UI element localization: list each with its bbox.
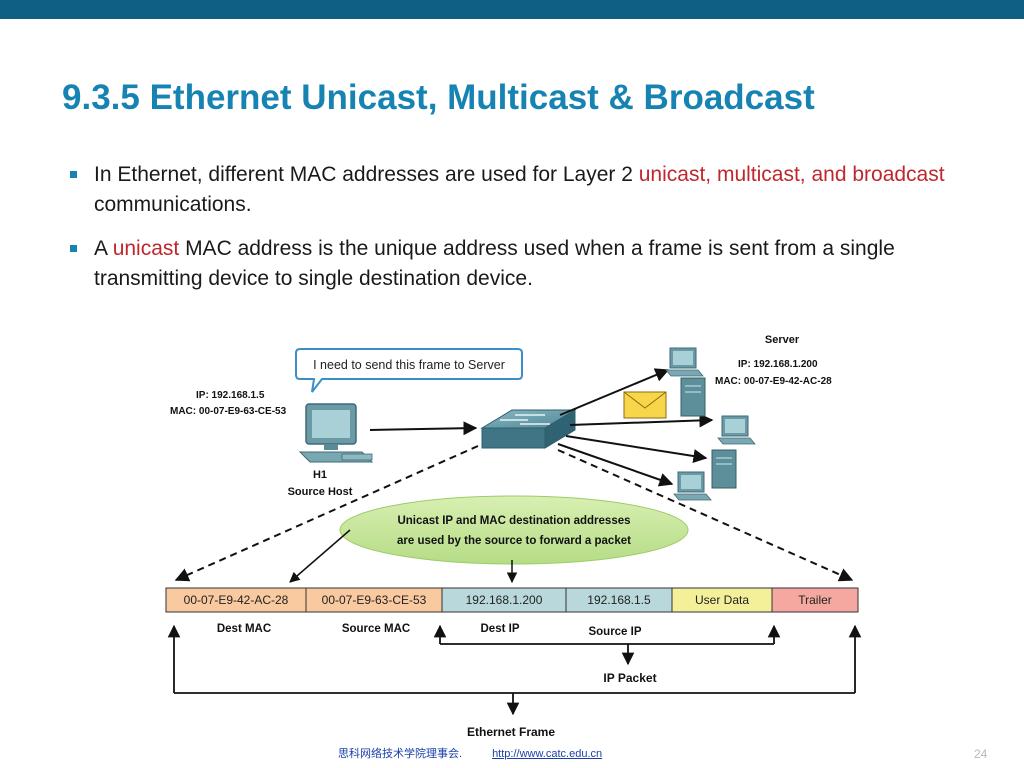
ip-packet-label: IP Packet xyxy=(603,671,656,685)
switch-to-host-arrow xyxy=(557,443,674,487)
host-tower-icon xyxy=(711,449,737,489)
bullet-square-icon xyxy=(70,245,77,252)
switch-icon xyxy=(480,409,577,449)
frame-field-box xyxy=(771,587,859,613)
ethernet-frame-bracket xyxy=(167,624,862,716)
server-ip-label: IP: 192.168.1.200 xyxy=(738,359,818,370)
server-tower-icon xyxy=(680,377,706,417)
speech-bubble-text: I need to send this frame to Server xyxy=(313,358,505,372)
frame-field-box xyxy=(671,587,773,613)
server-mac-label: MAC: 00-07-E9-42-AC-28 xyxy=(715,376,832,387)
footer-link[interactable]: http://www.catc.edu.cn xyxy=(492,748,603,760)
dest-ip-label: Dest IP xyxy=(481,623,520,635)
host-computer-icon xyxy=(673,471,712,501)
switch-to-host-arrow xyxy=(569,413,714,428)
bullet-text: A xyxy=(94,237,113,260)
ethernet-frame-label: Ethernet Frame xyxy=(467,725,555,739)
source-ip-label: Source IP xyxy=(588,626,641,638)
h1-to-switch-arrow xyxy=(369,421,478,436)
bullet-text: In Ethernet, different MAC addresses are… xyxy=(94,163,639,186)
h1-computer-icon xyxy=(298,403,374,463)
slide-title: 9.3.5 Ethernet Unicast, Multicast & Broa… xyxy=(62,78,815,117)
source-mac-label: Source MAC xyxy=(342,623,410,635)
frame-field-value: User Data xyxy=(695,593,749,607)
callout-line-1: Unicast IP and MAC destination addresses xyxy=(397,515,630,527)
server-monitor-icon xyxy=(665,347,704,377)
host-computer-icon xyxy=(717,415,756,445)
page-number: 24 xyxy=(974,747,988,761)
ip-packet-bracket xyxy=(433,624,781,666)
h1-role-label: Source Host xyxy=(288,486,353,498)
speech-bubble: I need to send this frame to Server xyxy=(295,348,523,393)
callout-arrow-dest-mac xyxy=(289,529,351,583)
top-bar xyxy=(0,0,1024,19)
bullet-list: In Ethernet, different MAC addresses are… xyxy=(70,160,1005,308)
bullet-text: communications. xyxy=(94,193,252,216)
bullet-item: In Ethernet, different MAC addresses are… xyxy=(70,160,1005,220)
bullet-text: MAC address is the unique address used w… xyxy=(94,237,895,290)
frame-field-box xyxy=(441,587,567,613)
frame-field-box xyxy=(165,587,307,613)
frame-field-value: 00-07-E9-42-AC-28 xyxy=(184,593,289,607)
frame-field-value: 192.168.1.5 xyxy=(587,593,651,607)
frame-field-box xyxy=(305,587,443,613)
ethernet-frame: 00-07-E9-42-AC-28 00-07-E9-63-CE-53 192.… xyxy=(165,587,859,613)
bullet-highlight: unicast xyxy=(112,237,180,260)
dest-mac-label: Dest MAC xyxy=(217,623,271,635)
frame-field-value: Trailer xyxy=(798,593,832,607)
bullet-item: A unicast MAC address is the unique addr… xyxy=(70,234,1005,294)
frame-field-value: 00-07-E9-63-CE-53 xyxy=(322,593,427,607)
h1-name-label: H1 xyxy=(313,469,327,481)
switch-to-server-arrow xyxy=(559,368,670,416)
callout-ellipse xyxy=(339,495,689,565)
callout-line-2: are used by the source to forward a pack… xyxy=(397,535,631,547)
bullet-square-icon xyxy=(70,171,77,178)
dashed-guide-right xyxy=(557,449,854,582)
footer-org: 思科网络技术学院理事会. xyxy=(338,748,463,760)
footer: 思科网络技术学院理事会. http://www.catc.edu.cn xyxy=(338,745,602,761)
h1-ip-label: IP: 192.168.1.5 xyxy=(196,390,265,401)
h1-mac-label: MAC: 00-07-E9-63-CE-53 xyxy=(170,406,287,417)
bullet-highlight: unicast, multicast, and broadcast xyxy=(638,163,945,186)
switch-to-host-arrow xyxy=(565,435,708,463)
frame-field-value: 192.168.1.200 xyxy=(466,593,543,607)
envelope-icon xyxy=(623,391,667,419)
server-name-label: Server xyxy=(765,334,800,346)
